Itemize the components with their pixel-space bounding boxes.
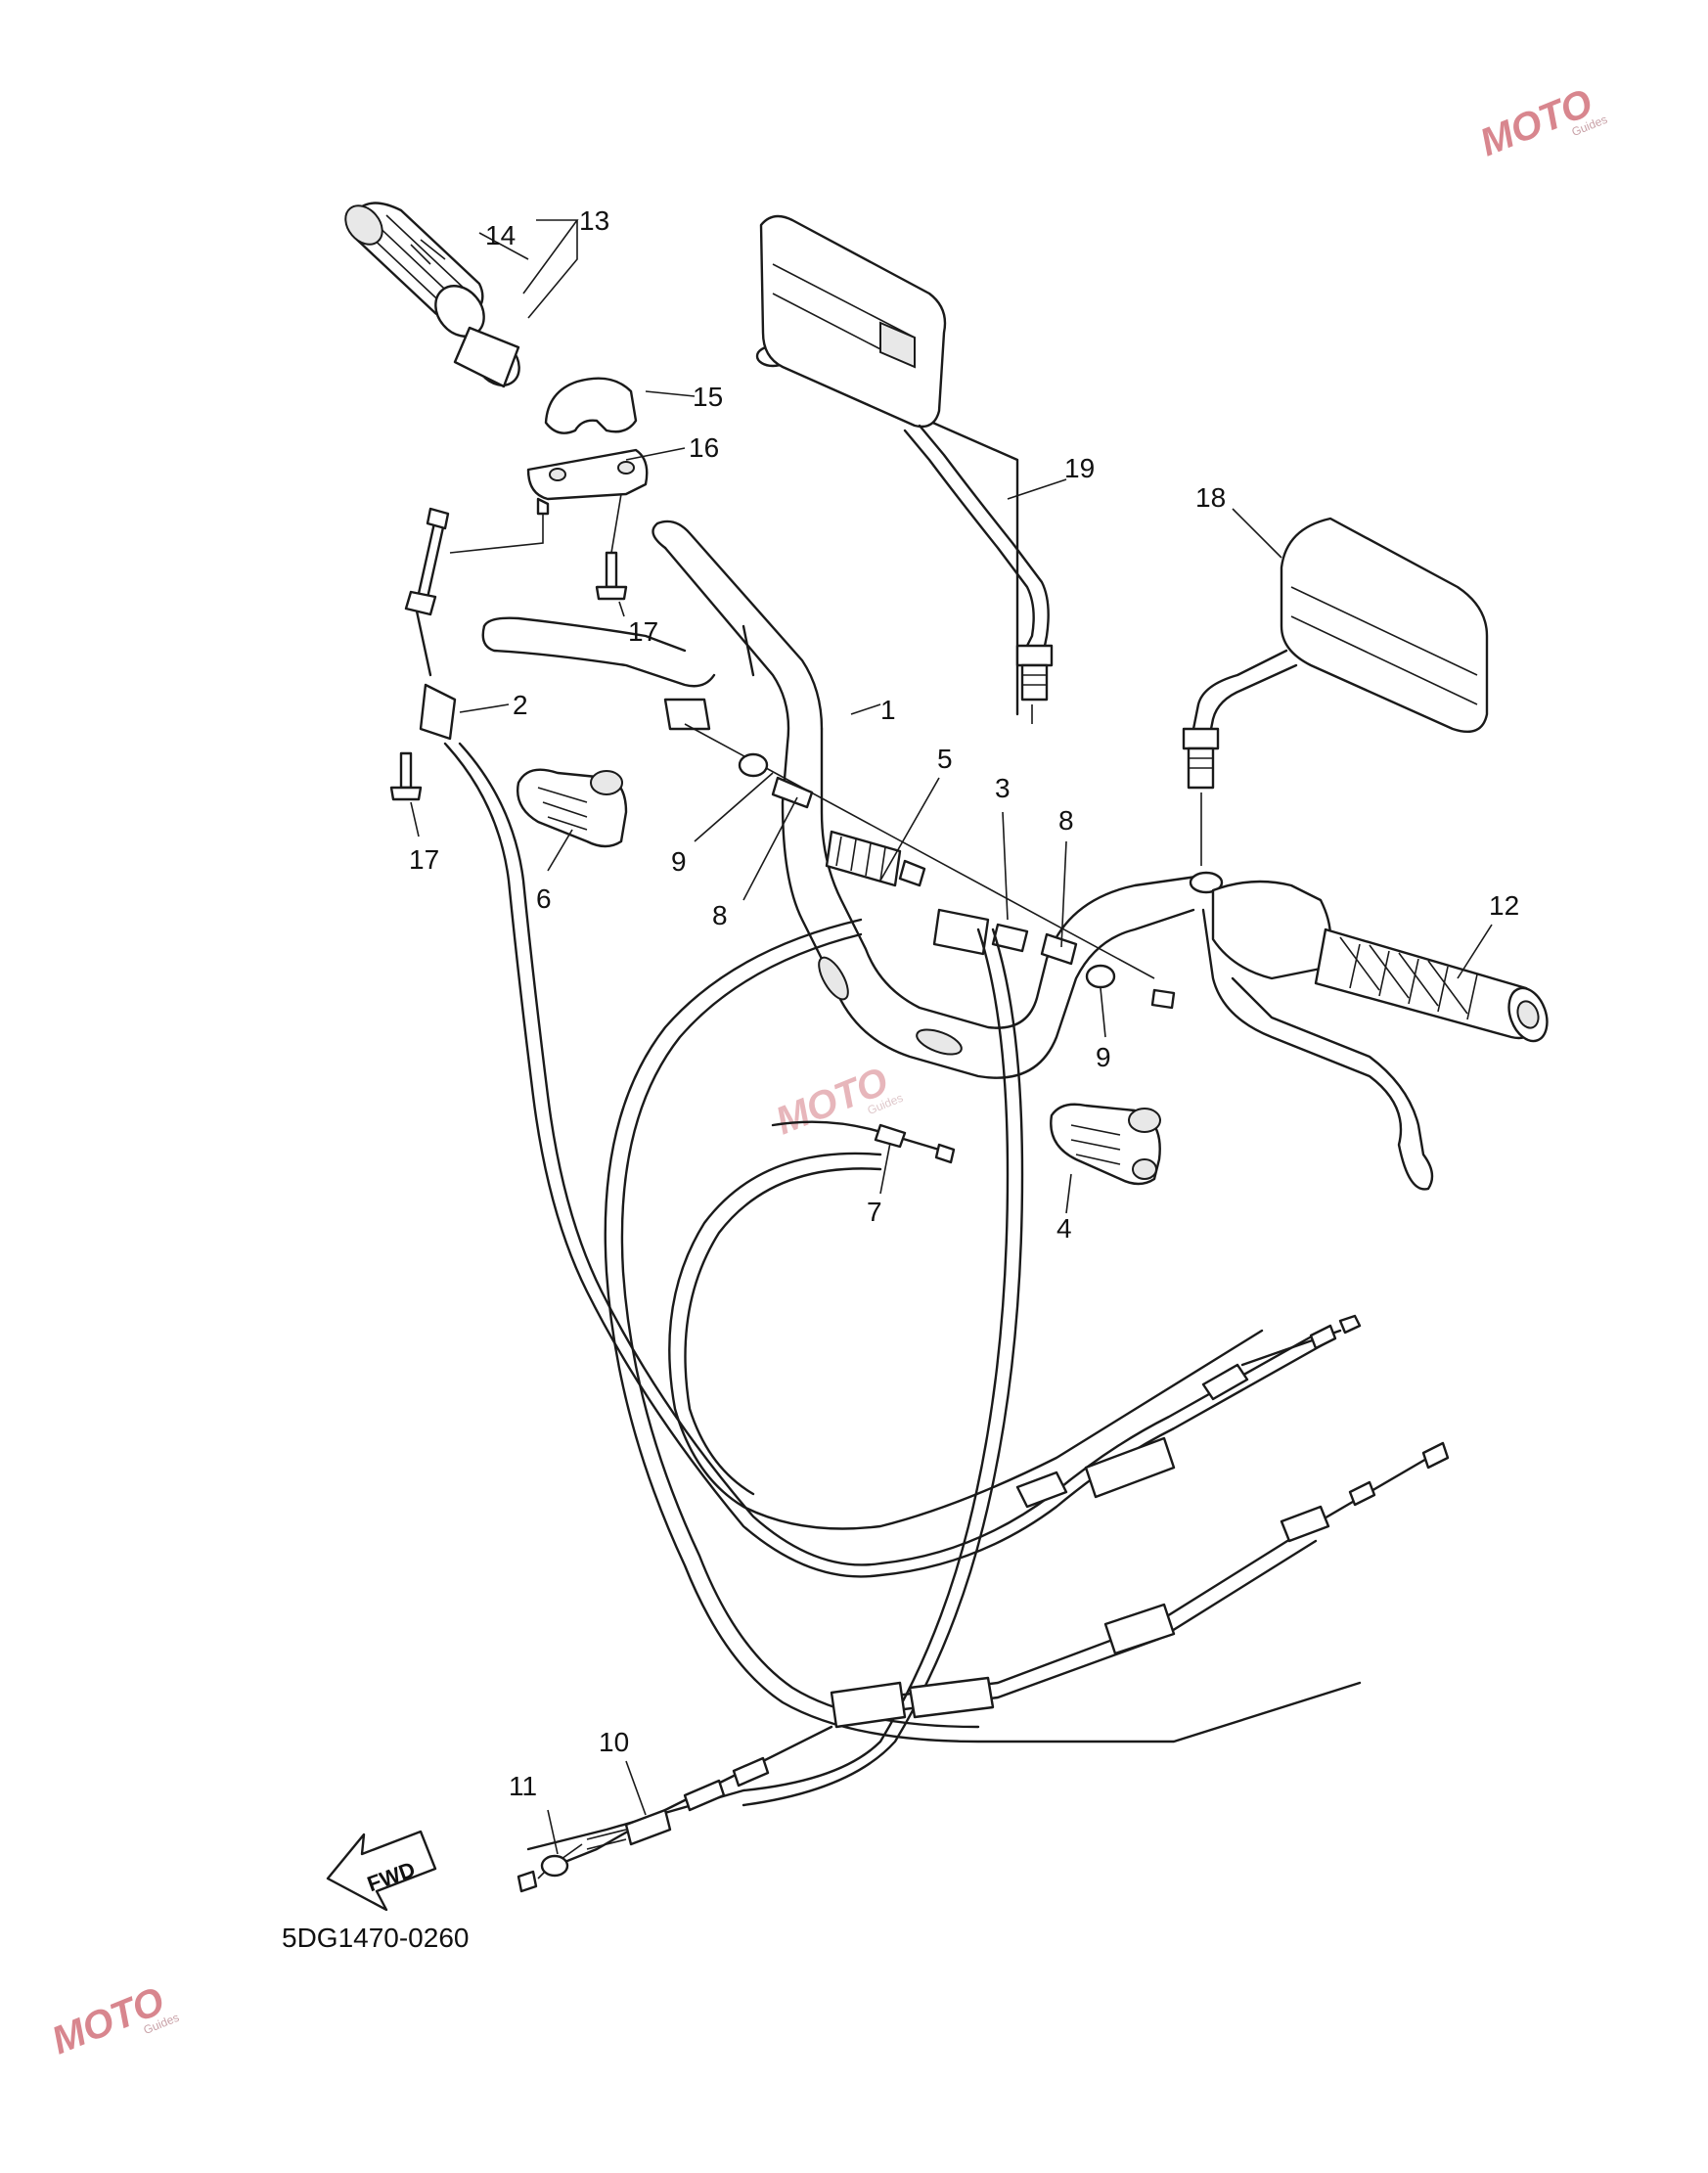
screw-17-upper xyxy=(595,551,628,601)
throttle-housing-lower-16 xyxy=(526,448,649,501)
callout-5: 5 xyxy=(937,744,953,774)
clutch-cable-fittings xyxy=(684,723,1176,1010)
callout-8-right: 8 xyxy=(1058,805,1074,836)
grommet-9-left xyxy=(738,752,769,778)
screw-17-lower xyxy=(389,751,423,801)
lower-cable-end xyxy=(517,1725,833,1893)
callout-18: 18 xyxy=(1195,482,1226,513)
callout-15: 15 xyxy=(693,382,723,412)
throttle-housing-upper-15 xyxy=(544,377,638,434)
callout-14: 14 xyxy=(485,220,516,250)
adjuster-nut-10 xyxy=(624,1808,672,1846)
diagram-code: 5DG1470-0260 xyxy=(282,1923,469,1953)
callout-9-left: 9 xyxy=(671,846,687,877)
callout-12: 12 xyxy=(1489,890,1519,921)
callouts: 1 2 3 4 5 6 7 8 8 9 9 10 11 12 13 14 15 … xyxy=(409,205,1519,1801)
adjuster-8-right xyxy=(1040,932,1078,966)
handlebar-mirror-mount-right xyxy=(1189,871,1224,894)
handlebar-knurl-right xyxy=(916,1028,963,1056)
mirror-18-head xyxy=(1280,517,1489,734)
callout-6: 6 xyxy=(536,883,552,914)
grip-12 xyxy=(1314,928,1544,1040)
callout-8-left: 8 xyxy=(712,900,728,930)
callout-10: 10 xyxy=(599,1727,629,1757)
throttle-grip-assembly xyxy=(344,202,520,388)
leader-lines xyxy=(410,219,1493,1855)
mirror-18 xyxy=(1182,517,1489,866)
right-lever-and-grip xyxy=(1201,880,1549,1191)
callout-1: 1 xyxy=(880,695,896,725)
throttle-cable-adjuster-2 xyxy=(419,683,457,741)
handlebar-switch-6 xyxy=(517,768,628,848)
callout-2: 2 xyxy=(513,690,528,720)
throttle-housing xyxy=(449,377,649,554)
grip-14-end xyxy=(344,204,383,246)
handlebar xyxy=(652,344,1224,1079)
callout-13: 13 xyxy=(579,205,609,236)
locknut-11 xyxy=(540,1854,569,1878)
throttle-cable-top-ends xyxy=(404,507,457,741)
callout-17-lower: 17 xyxy=(409,844,439,875)
cable-routing xyxy=(443,742,1450,1851)
callout-3: 3 xyxy=(995,773,1011,803)
handlebar-switch-4 xyxy=(1050,1103,1161,1186)
watermark-top: MOTO Guides xyxy=(1474,81,1609,164)
grommet-9-right xyxy=(1085,964,1116,989)
callout-11: 11 xyxy=(509,1771,537,1801)
handlebar-knurl-left xyxy=(818,956,849,1001)
fwd-arrow: FWD xyxy=(326,1830,437,1912)
callout-7: 7 xyxy=(867,1197,882,1227)
adjuster-8-left xyxy=(771,776,814,809)
callout-19: 19 xyxy=(1064,453,1095,483)
callout-17-upper: 17 xyxy=(628,616,658,647)
callout-4: 4 xyxy=(1056,1213,1072,1244)
callout-9-right: 9 xyxy=(1096,1042,1111,1072)
watermark-bottom: MOTO Guides xyxy=(46,1979,181,2062)
mirror-19 xyxy=(759,214,1054,724)
mirror-19-head xyxy=(759,214,947,429)
callout-16: 16 xyxy=(689,432,719,463)
